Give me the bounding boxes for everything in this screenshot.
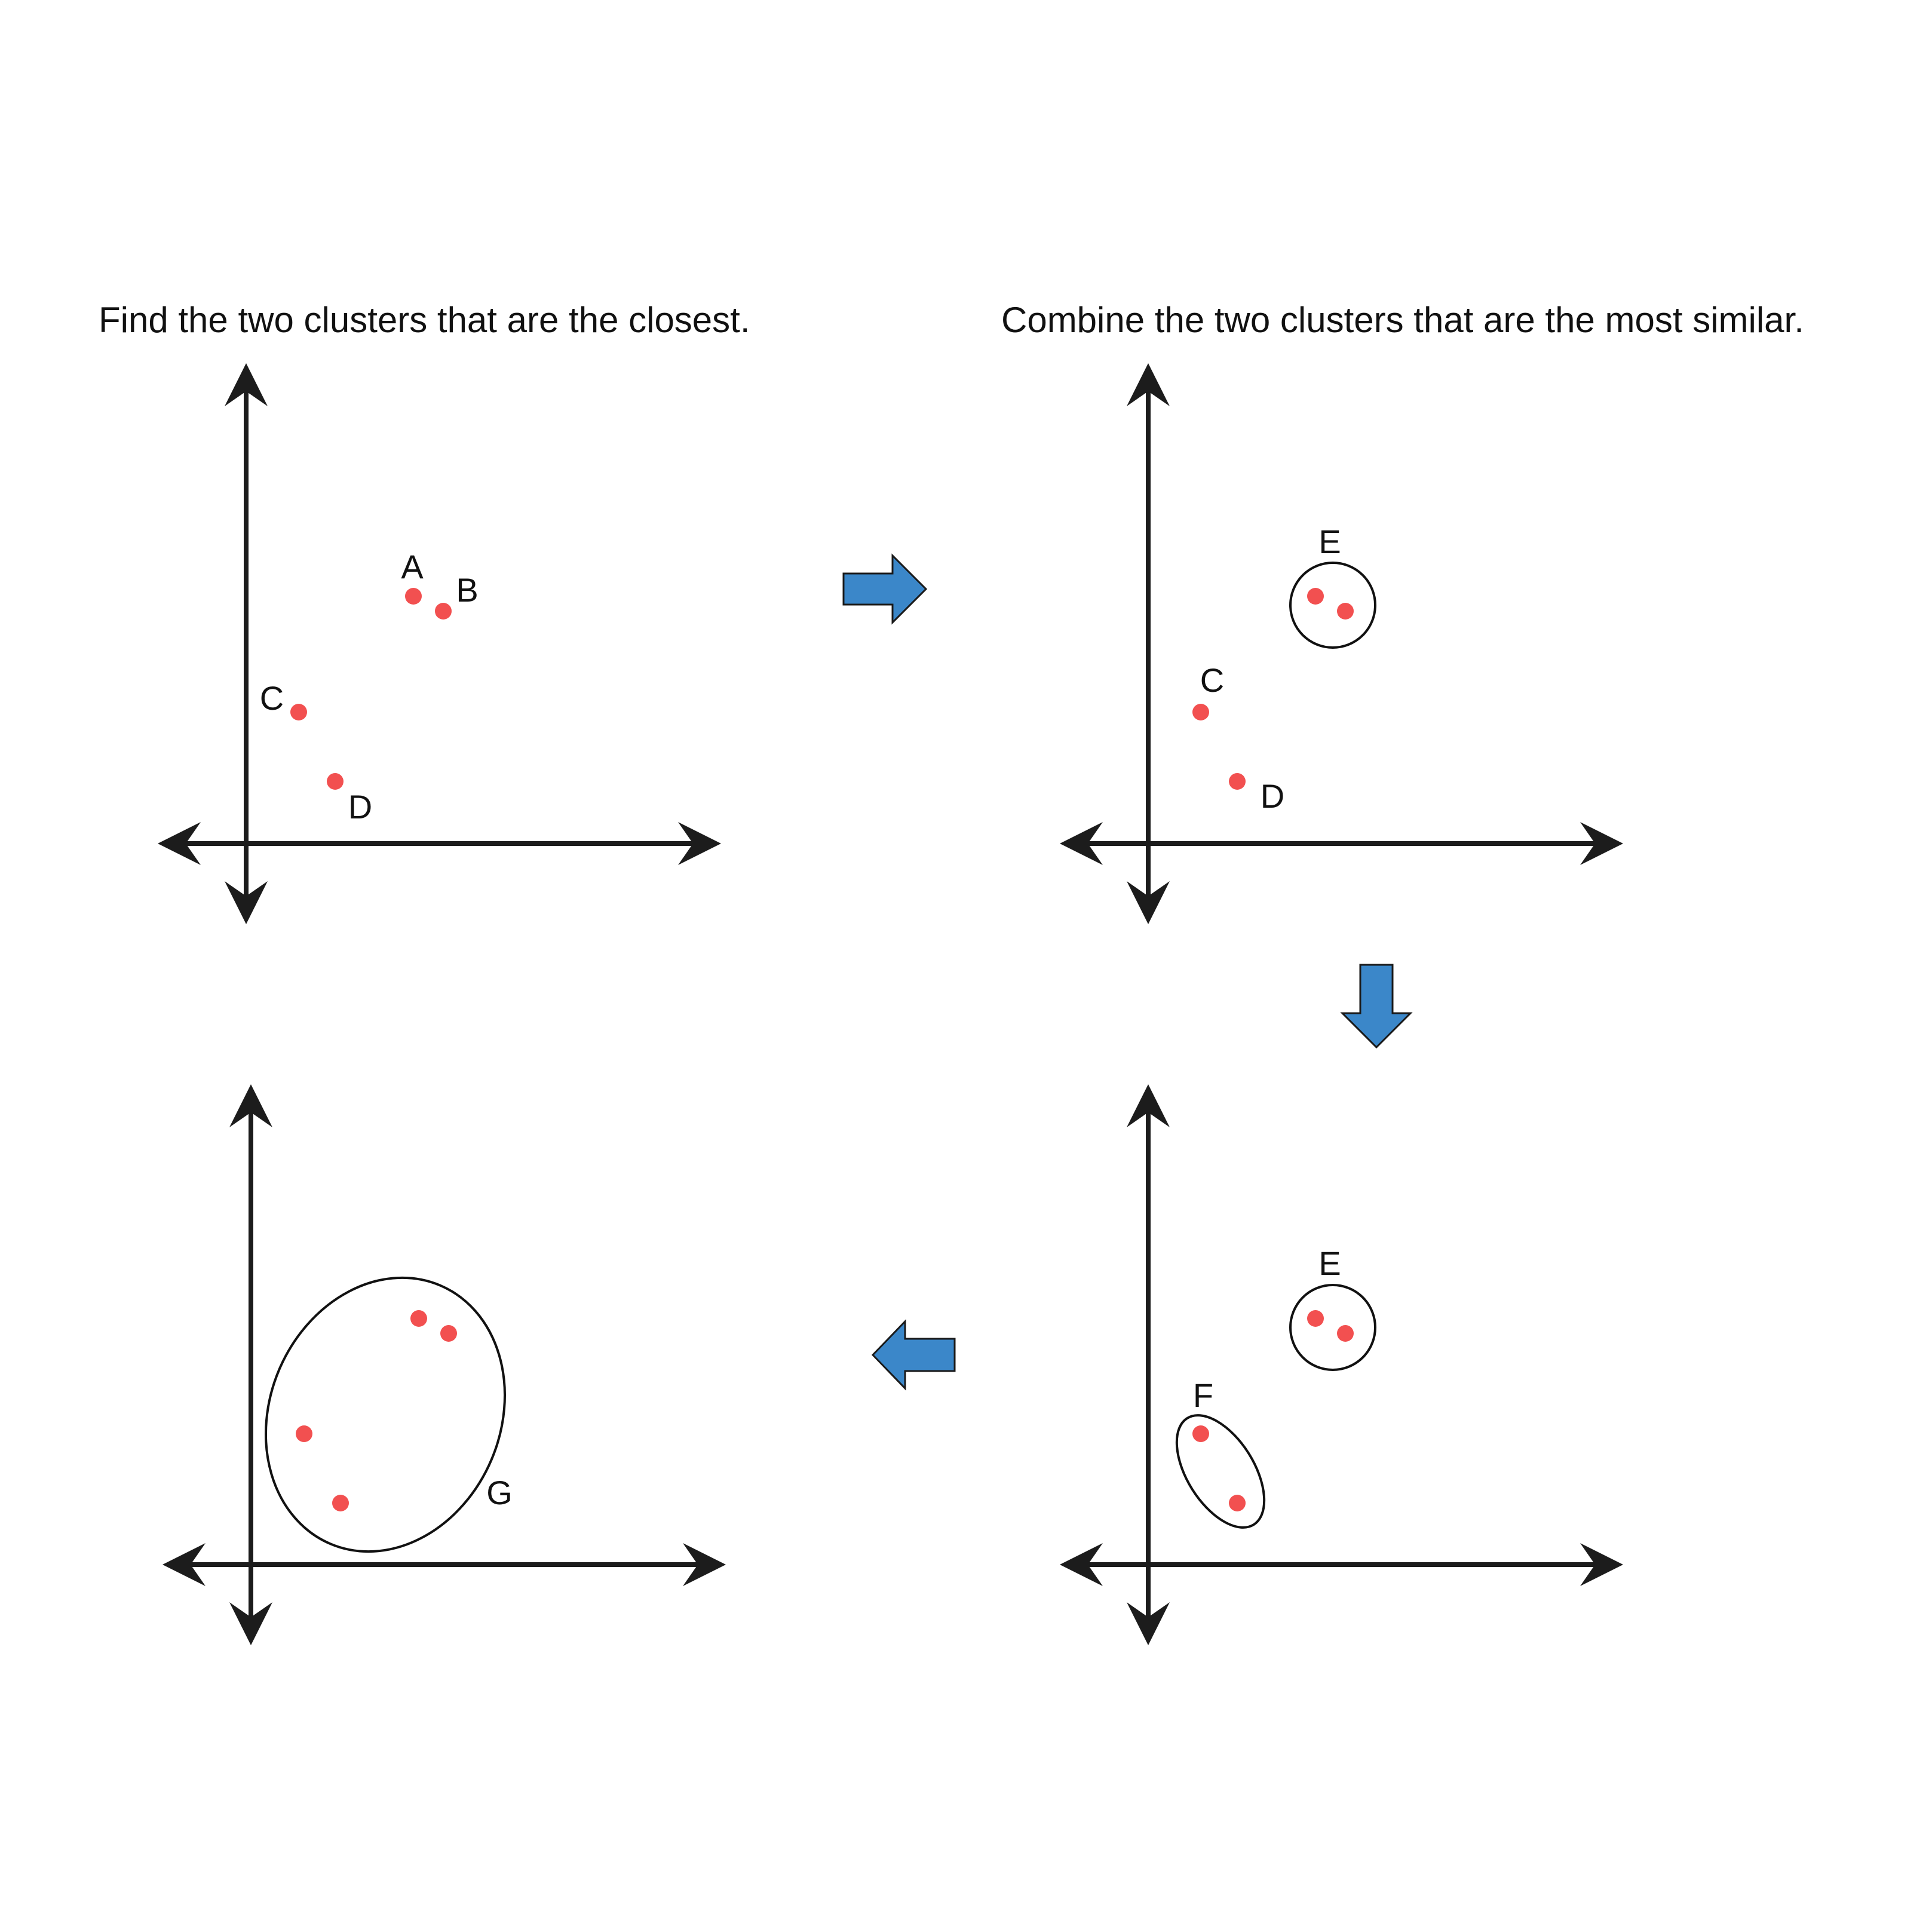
cluster-label-g: G xyxy=(486,1474,513,1511)
axes xyxy=(1060,363,1623,924)
point-label-c: C xyxy=(1200,661,1224,699)
panel-step-3: E F xyxy=(1060,1084,1623,1645)
data-point-d xyxy=(1229,1495,1246,1511)
data-point-b xyxy=(435,603,452,620)
y-axis-up-arrowhead xyxy=(229,1084,272,1127)
x-axis-left-arrowhead xyxy=(1060,1543,1103,1586)
x-axis-right-arrowhead xyxy=(678,822,721,865)
x-axis-left-arrowhead xyxy=(162,1543,206,1586)
cluster-label-e: E xyxy=(1318,523,1341,560)
data-point-c xyxy=(1192,1425,1209,1442)
down-arrow-icon xyxy=(1340,964,1413,1049)
point-label-a: A xyxy=(401,548,424,585)
y-axis-down-arrowhead xyxy=(225,881,268,924)
data-point-c xyxy=(296,1425,312,1442)
data-point-c xyxy=(1192,704,1209,720)
axes xyxy=(1060,1084,1623,1645)
data-point-d xyxy=(332,1495,349,1511)
right-arrow-icon xyxy=(842,553,928,625)
left-arrow-icon xyxy=(871,1319,956,1391)
data-point-a xyxy=(405,588,422,605)
cluster-label-f: F xyxy=(1193,1376,1213,1414)
x-axis-right-arrowhead xyxy=(683,1543,726,1586)
data-point-a xyxy=(1307,588,1324,605)
y-axis-down-arrowhead xyxy=(1127,1602,1170,1645)
x-axis-right-arrowhead xyxy=(1580,1543,1623,1586)
x-axis-left-arrowhead xyxy=(158,822,201,865)
data-point-d xyxy=(327,773,344,790)
x-axis-right-arrowhead xyxy=(1580,822,1623,865)
y-axis-down-arrowhead xyxy=(1127,881,1170,924)
cluster-e-outline xyxy=(1289,1284,1376,1371)
point-label-d: D xyxy=(348,788,372,826)
cluster-label-e: E xyxy=(1318,1244,1341,1282)
y-axis-up-arrowhead xyxy=(1127,1084,1170,1127)
caption-find-closest: Find the two clusters that are the close… xyxy=(99,300,750,340)
panel-step-2: E C D xyxy=(1060,363,1623,924)
panel-step-4: G xyxy=(162,1084,726,1645)
cluster-e-outline xyxy=(1289,562,1376,649)
axes xyxy=(158,363,721,924)
data-point-c xyxy=(290,704,307,720)
data-point-d xyxy=(1229,773,1246,790)
y-axis-up-arrowhead xyxy=(225,363,268,406)
cluster-f-outline xyxy=(1175,1414,1266,1529)
y-axis-down-arrowhead xyxy=(229,1602,272,1645)
point-label-b: B xyxy=(456,571,478,609)
y-axis-up-arrowhead xyxy=(1127,363,1170,406)
point-label-c: C xyxy=(260,679,284,717)
cluster-g-outline xyxy=(265,1276,506,1553)
data-point-b xyxy=(440,1325,457,1342)
data-point-b xyxy=(1337,1325,1354,1342)
point-label-d: D xyxy=(1261,777,1284,815)
data-point-a xyxy=(410,1310,427,1327)
caption-combine-similar: Combine the two clusters that are the mo… xyxy=(1001,300,1804,340)
x-axis-left-arrowhead xyxy=(1060,822,1103,865)
axes xyxy=(162,1084,726,1645)
data-point-b xyxy=(1337,603,1354,620)
panel-step-1: A B C D xyxy=(158,363,721,924)
data-point-a xyxy=(1307,1310,1324,1327)
